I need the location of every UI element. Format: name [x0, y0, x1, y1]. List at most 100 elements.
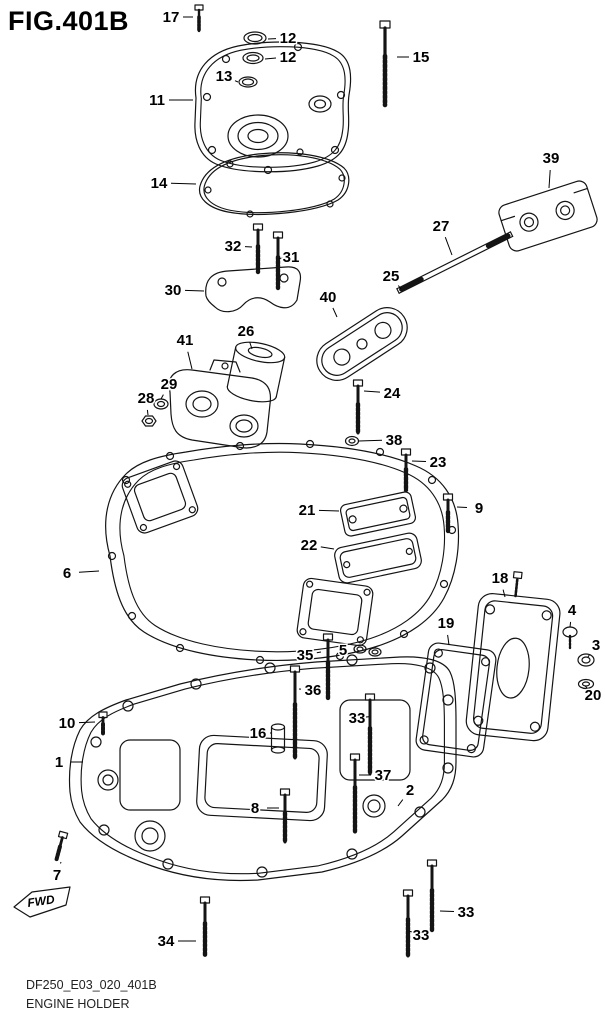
- leader-line-22: [320, 546, 335, 550]
- part-40-plate: [316, 307, 408, 381]
- part-4-plug: [562, 626, 578, 650]
- leader-line-41: [187, 351, 193, 370]
- part-24-bolt: [352, 379, 364, 436]
- part-callout-31: 31: [283, 249, 300, 266]
- leader-line-10: [78, 721, 96, 724]
- leader-line-29: [160, 394, 164, 400]
- part-33-bolt-lower: [402, 889, 414, 959]
- part-callout-33: 33: [349, 710, 366, 727]
- part-callout-11: 11: [149, 92, 165, 109]
- leader-line-35: [316, 651, 322, 654]
- leader-line-30: [184, 289, 205, 292]
- part-callout-12: 12: [280, 49, 297, 66]
- part-callout-3: 3: [592, 637, 600, 654]
- part-36-bolt: [289, 665, 301, 761]
- part-callout-33: 33: [458, 904, 475, 921]
- part-callout-37: 37: [375, 767, 392, 784]
- leader-line-40: [332, 307, 338, 318]
- leader-line-12: [264, 57, 277, 60]
- part-41-mount: [168, 359, 272, 449]
- part-callout-24: 24: [384, 385, 401, 402]
- part-1-engine-holder-body: [68, 654, 457, 882]
- part-callout-39: 39: [543, 150, 560, 167]
- part-3-grommet: [577, 653, 595, 667]
- part-callout-10: 10: [59, 715, 76, 732]
- part-callout-23: 23: [430, 454, 447, 471]
- part-11-cover: [194, 41, 352, 175]
- part-callout-7: 7: [53, 867, 61, 884]
- part-callout-6: 6: [63, 565, 71, 582]
- part-20-washer: [577, 678, 595, 690]
- leader-line-25: [397, 285, 402, 290]
- part-34-bolt: [199, 896, 211, 958]
- part-callout-35: 35: [297, 647, 314, 664]
- part-37-bolt: [349, 753, 361, 835]
- part-21-plate: [339, 491, 417, 537]
- part-callout-12: 12: [280, 30, 297, 47]
- part-callout-14: 14: [151, 175, 168, 192]
- part-17-screw: [194, 4, 204, 33]
- part-19-gasket: [415, 642, 497, 758]
- part-callout-5: 5: [339, 642, 347, 659]
- part-29-washer: [153, 398, 169, 410]
- leader-line-3: [587, 654, 590, 658]
- part-31-bolt: [272, 231, 284, 291]
- part-callout-19: 19: [438, 615, 455, 632]
- part-13-oring: [238, 76, 258, 88]
- part-callout-15: 15: [413, 49, 430, 66]
- leader-line-19: [447, 634, 450, 646]
- part-callout-4: 4: [568, 602, 577, 619]
- part-28-nut: [141, 415, 157, 427]
- fwd-label: FWD: [26, 892, 55, 910]
- leader-line-33: [439, 910, 455, 912]
- leader-line-6: [78, 570, 100, 573]
- leader-line-23: [411, 460, 427, 462]
- part-callout-9: 9: [475, 500, 483, 517]
- part-7-bolt: [54, 830, 69, 862]
- leader-line-33: [409, 930, 413, 933]
- part-callout-36: 36: [305, 682, 322, 699]
- part-callout-32: 32: [225, 238, 242, 255]
- figure-title: FIG.401B: [8, 6, 130, 36]
- part-callout-40: 40: [320, 289, 337, 306]
- leader-line-39: [548, 169, 551, 189]
- part-35-bolt: [322, 633, 334, 701]
- leader-line-27: [444, 237, 453, 256]
- part-18-side-plate: [465, 571, 561, 742]
- part-39-bracket: [498, 180, 598, 252]
- part-9-bolt: [442, 493, 454, 534]
- leader-line-4: [569, 621, 572, 628]
- part-callout-2: 2: [406, 782, 414, 799]
- part-33-bolt-right: [426, 859, 438, 933]
- part-5-washers: [353, 644, 382, 657]
- leader-line-38: [358, 439, 383, 442]
- figure-footer: DF250_E03_020_401B ENGINE HOLDER: [26, 976, 157, 1015]
- part-callout-17: 17: [163, 9, 180, 26]
- leader-line-26: [249, 342, 253, 350]
- part-callout-1: 1: [55, 754, 63, 771]
- leader-line-14: [170, 182, 197, 185]
- part-12-seal-upper: [243, 31, 267, 45]
- leader-line-18: [502, 589, 506, 598]
- part-10-bolt: [98, 711, 108, 736]
- leader-line-31: [279, 257, 284, 259]
- part-callout-8: 8: [251, 800, 259, 817]
- part-23-bolt: [400, 448, 412, 493]
- part-12-seal-lower: [242, 51, 264, 65]
- part-callout-29: 29: [161, 376, 178, 393]
- part-38-washer: [344, 435, 360, 447]
- leader-line-21: [318, 509, 340, 512]
- part-32-bolt: [252, 223, 264, 275]
- part-27-rod: [396, 231, 514, 294]
- part-callout-22: 22: [301, 537, 318, 554]
- part-8-bolt: [279, 788, 291, 845]
- leader-line-2: [397, 799, 404, 807]
- part-22-gasket: [334, 532, 422, 584]
- part-callout-33: 33: [413, 927, 430, 944]
- fwd-flag: FWD: [13, 886, 71, 918]
- part-callout-27: 27: [433, 218, 450, 235]
- part-callout-25: 25: [383, 268, 400, 285]
